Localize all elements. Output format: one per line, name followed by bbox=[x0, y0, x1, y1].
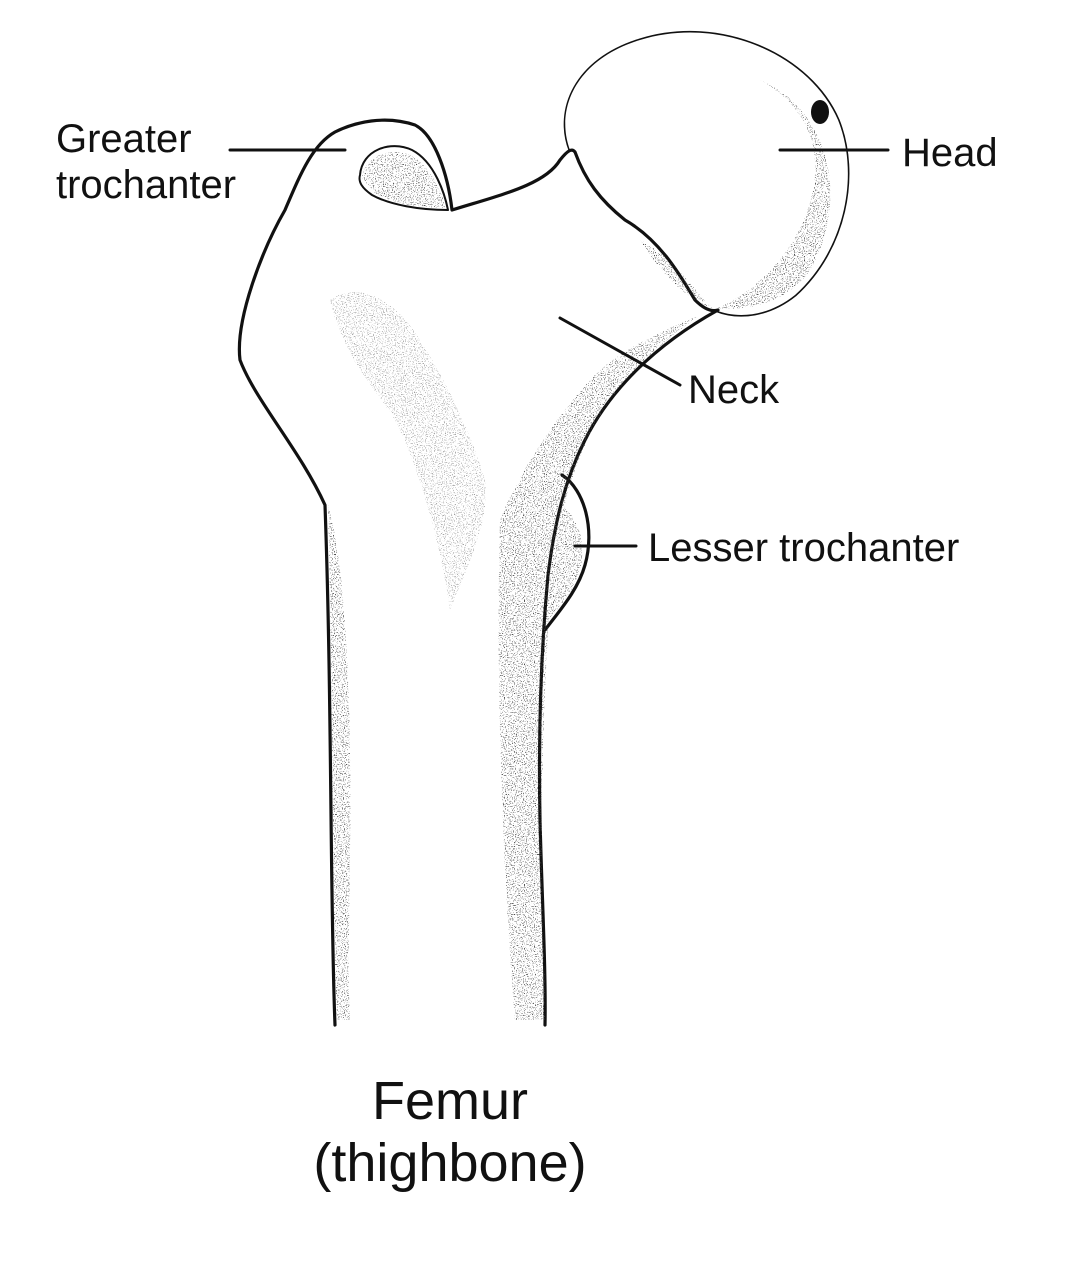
lesser-trochanter-shape bbox=[543, 473, 591, 632]
diagram-caption: Femur (thighbone) bbox=[250, 1070, 650, 1194]
label-neck: Neck bbox=[688, 368, 780, 412]
femoral-head-fill bbox=[565, 32, 848, 316]
neck-leader bbox=[558, 316, 682, 387]
femur-outline bbox=[237, 118, 720, 1027]
label-greater-trochanter-line2: trochanter bbox=[56, 163, 237, 207]
caption-title: Femur bbox=[371, 1071, 528, 1131]
label-greater-trochanter: Greater trochanter bbox=[56, 116, 236, 208]
stipple-shading bbox=[328, 80, 831, 1020]
label-lesser-trochanter: Lesser trochanter bbox=[648, 526, 960, 570]
trochanteric-fossa bbox=[358, 145, 449, 211]
label-head: Head bbox=[902, 131, 998, 175]
fovea-mark bbox=[811, 100, 829, 124]
caption-subtitle: (thighbone) bbox=[313, 1133, 587, 1193]
label-greater-trochanter-line1: Greater bbox=[56, 117, 192, 161]
